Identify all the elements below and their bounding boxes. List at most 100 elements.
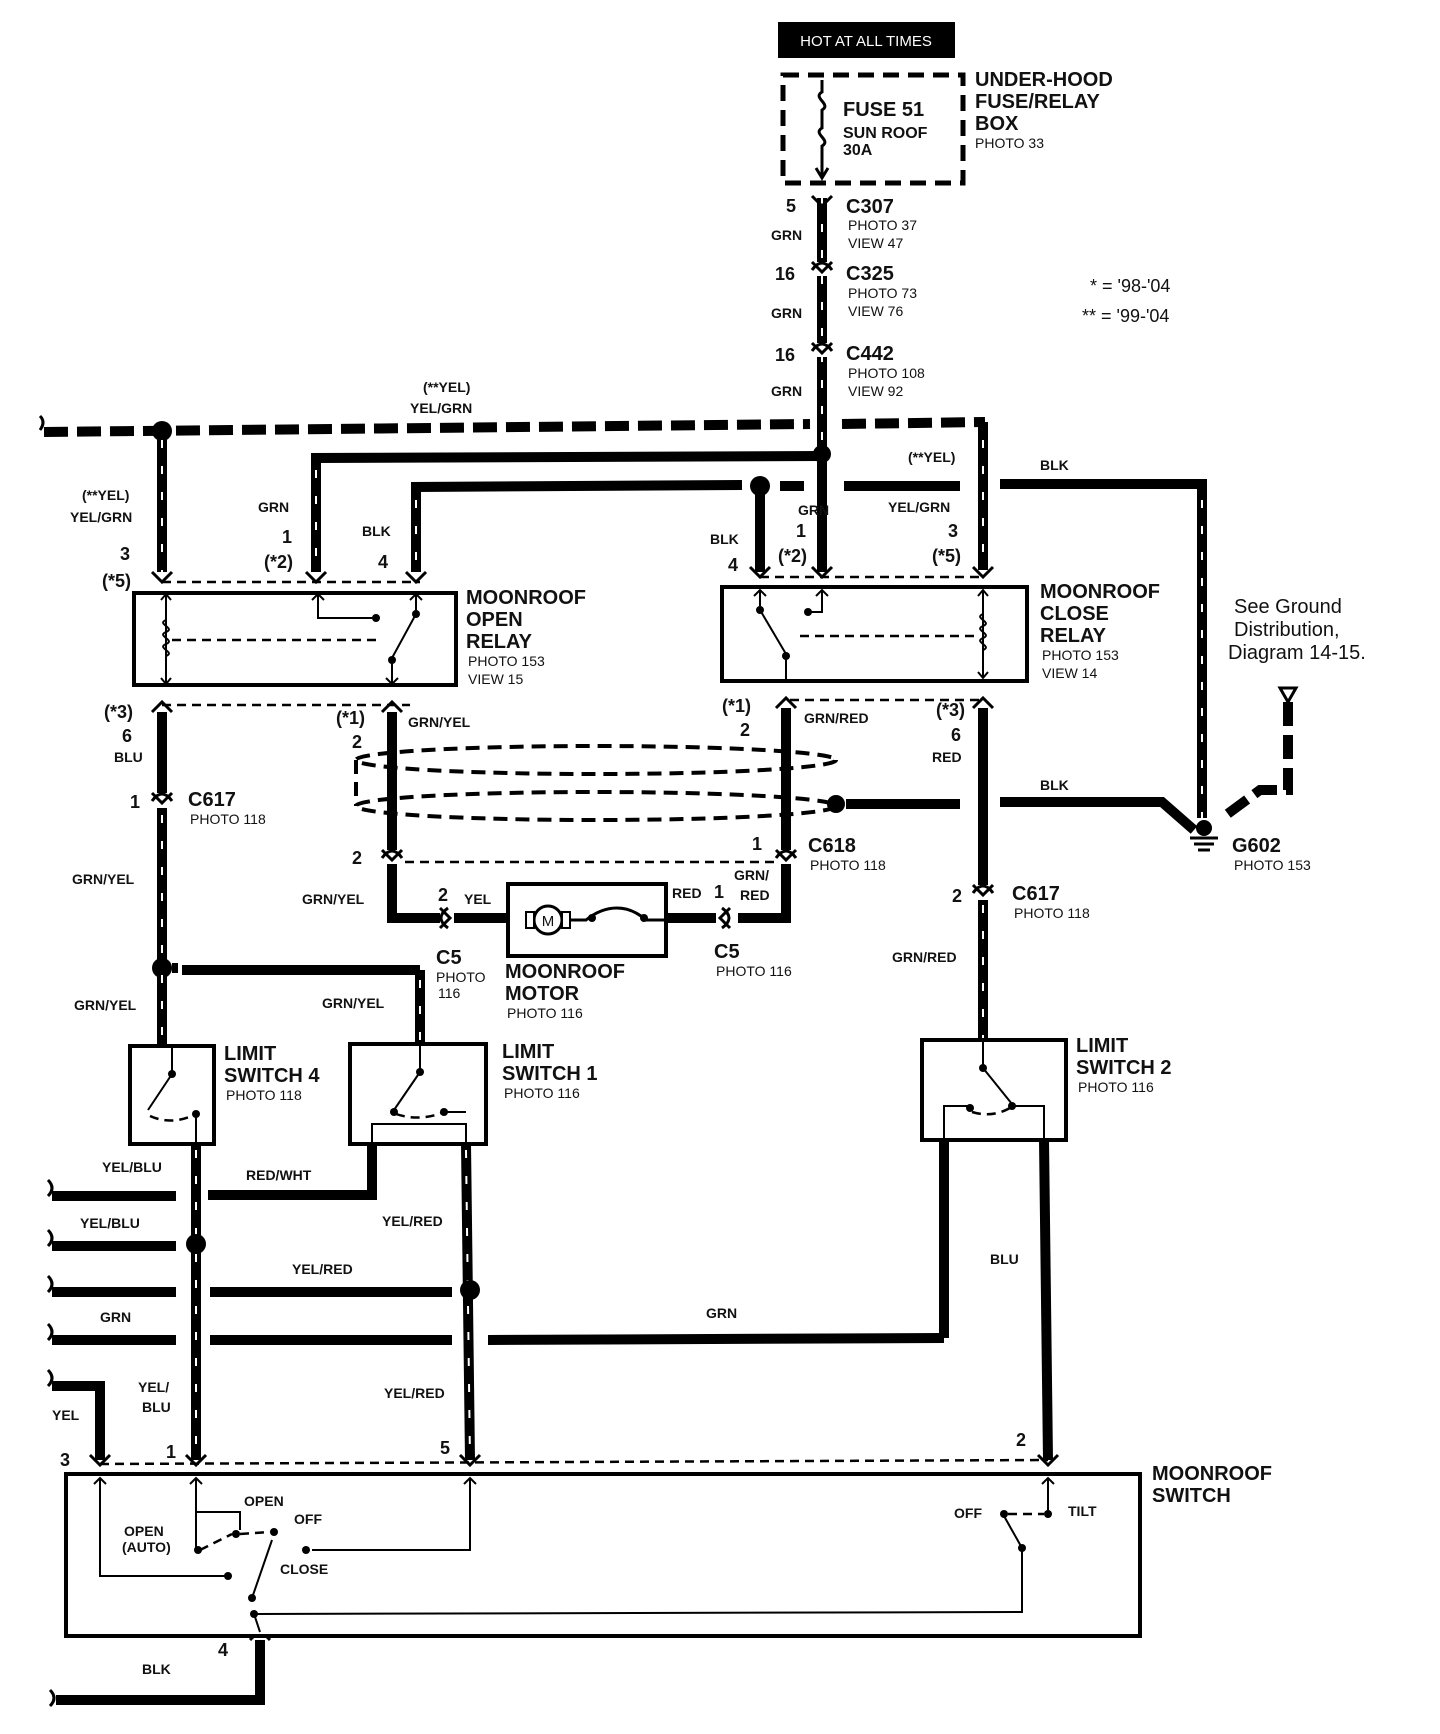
c618-pin-b: 2	[352, 848, 362, 868]
sw-title-1: MOONROOF	[1152, 1463, 1272, 1485]
wire-blu-left: BLU	[114, 749, 143, 765]
moonroof-open-relay	[132, 570, 458, 714]
open-relay-pin1-note: (*2)	[264, 552, 293, 572]
close-relay-photo: PHOTO 153	[1042, 647, 1119, 663]
close-relay-pin3-note: (*5)	[932, 546, 961, 566]
wire-grn-red-relay: GRN/RED	[804, 710, 869, 726]
blu-grn-yel-left-wire	[150, 712, 425, 1048]
legend-star1: * = '98-'04	[1090, 276, 1170, 296]
ls2-title-1: LIMIT	[1076, 1035, 1128, 1057]
sw-tilt-label: TILT	[1068, 1503, 1097, 1519]
wire-yel-sw: YEL	[52, 1407, 80, 1423]
wire-blk-open-relay: BLK	[362, 523, 391, 539]
wire-grn-yel-left: GRN/YEL	[72, 871, 135, 887]
sw-close-label: CLOSE	[280, 1561, 328, 1577]
ground-distribution-note: See Ground Distribution, Diagram 14-15.	[1219, 596, 1366, 823]
ground-note-3: Diagram 14-15.	[1228, 642, 1366, 664]
wire-red-right: RED	[932, 749, 962, 765]
ls4-title-2: SWITCH 4	[224, 1065, 320, 1087]
close-relay-pin4: 4	[728, 555, 738, 575]
open-relay-view: VIEW 15	[468, 671, 523, 687]
wire-grn-red-right: GRN/RED	[892, 949, 957, 965]
close-relay-title-1: MOONROOF	[1040, 581, 1160, 603]
sw-pin2: 2	[1016, 1430, 1026, 1450]
wire-grn-c: GRN	[771, 383, 802, 399]
open-relay-pin2: 2	[352, 732, 362, 752]
wire-yel-blu-sw-2: BLU	[142, 1399, 171, 1415]
ls1-title-1: LIMIT	[502, 1041, 554, 1063]
c325-view: VIEW 76	[848, 303, 903, 319]
legend-star2: ** = '99-'04	[1082, 306, 1169, 326]
wire-blk-ground-top: BLK	[1040, 457, 1069, 473]
c617a-name: C617	[188, 789, 236, 811]
fuse-rating-label: 30A	[843, 142, 873, 159]
c617a-pin: 1	[130, 792, 140, 812]
c5b-pin: 1	[714, 882, 724, 902]
sw-open-label: OPEN	[244, 1493, 284, 1509]
close-relay-pin1-note: (*2)	[778, 546, 807, 566]
ls1-title-2: SWITCH 1	[502, 1063, 598, 1085]
wire-yel-c5: YEL	[464, 891, 492, 907]
open-relay-photo: PHOTO 153	[468, 653, 545, 669]
c5a-photo-1: PHOTO	[436, 969, 486, 985]
wire-grn-b: GRN	[771, 305, 802, 321]
g602-photo: PHOTO 153	[1234, 857, 1311, 873]
c442-photo: PHOTO 108	[848, 365, 925, 381]
grn-yel-motor-wire	[380, 712, 510, 930]
wire-yel-blu-b: YEL/BLU	[80, 1215, 140, 1231]
ls2-title-2: SWITCH 2	[1076, 1057, 1172, 1079]
fuse-box-title-2: FUSE/RELAY	[975, 91, 1101, 113]
c617a-photo: PHOTO 118	[190, 811, 266, 827]
c5b-name: C5	[714, 941, 740, 963]
wire-blk-ground-mid: BLK	[1040, 777, 1069, 793]
wire-grn-close-relay: GRN	[798, 502, 829, 518]
hot-at-all-times-label: HOT AT ALL TIMES	[800, 33, 932, 50]
legend: * = '98-'04 ** = '99-'04	[1082, 276, 1170, 326]
open-relay-pin4: 4	[378, 552, 388, 572]
c617b-pin: 2	[952, 886, 962, 906]
wire-yel-red-sw: YEL/RED	[384, 1385, 445, 1401]
motor-symbol: M	[542, 913, 555, 930]
motor-photo: PHOTO 116	[507, 1005, 583, 1021]
close-relay-pin6-note: (*3)	[936, 700, 965, 720]
g602-name: G602	[1232, 835, 1281, 857]
grn-feed-open-relay	[311, 451, 827, 572]
sw-pin3: 3	[60, 1450, 70, 1470]
close-relay-pin3: 3	[948, 521, 958, 541]
fuse-box-photo: PHOTO 33	[975, 135, 1044, 151]
sw-open-auto-2: (AUTO)	[122, 1539, 171, 1555]
wire-blu-right: BLU	[990, 1251, 1019, 1267]
wire-blk-close-relay: BLK	[710, 531, 739, 547]
motor-title-2: MOTOR	[505, 983, 580, 1005]
wire-yel-note-left: (**YEL)	[82, 487, 129, 503]
wire-yel-blu-a: YEL/BLU	[102, 1159, 162, 1175]
c307-pin: 5	[786, 196, 796, 216]
c307-view: VIEW 47	[848, 235, 903, 251]
yel-grn-top-bus	[38, 414, 988, 572]
wire-yel-grn-right: YEL/GRN	[888, 499, 950, 515]
c307-photo: PHOTO 37	[848, 217, 917, 233]
open-relay-pin6-note: (*3)	[104, 702, 133, 722]
c325-pin: 16	[775, 264, 795, 284]
motor-title-1: MOONROOF	[505, 961, 625, 983]
moonroof-motor: M	[506, 882, 668, 958]
c617b-photo: PHOTO 118	[1014, 905, 1090, 921]
close-relay-pin6: 6	[951, 725, 961, 745]
ground-g602	[1190, 820, 1218, 852]
sw-title-2: SWITCH	[1152, 1485, 1231, 1507]
wire-grn-mid: GRN	[706, 1305, 737, 1321]
blk-relay-ground	[411, 476, 1207, 818]
c325-name: C325	[846, 263, 894, 285]
limit-switch-1	[348, 1042, 488, 1146]
grn-red-motor-wire	[664, 708, 798, 930]
c618-pin-a: 1	[752, 834, 762, 854]
c442-pin: 16	[775, 345, 795, 365]
ls1-photo: PHOTO 116	[504, 1085, 580, 1101]
c618-photo: PHOTO 118	[810, 857, 886, 873]
sw-pin5: 5	[440, 1438, 450, 1458]
moonroof-switch	[64, 1472, 1142, 1638]
c5a-pin: 2	[438, 885, 448, 905]
sw-pin1: 1	[166, 1442, 176, 1462]
wire-grn-a: GRN	[771, 227, 802, 243]
